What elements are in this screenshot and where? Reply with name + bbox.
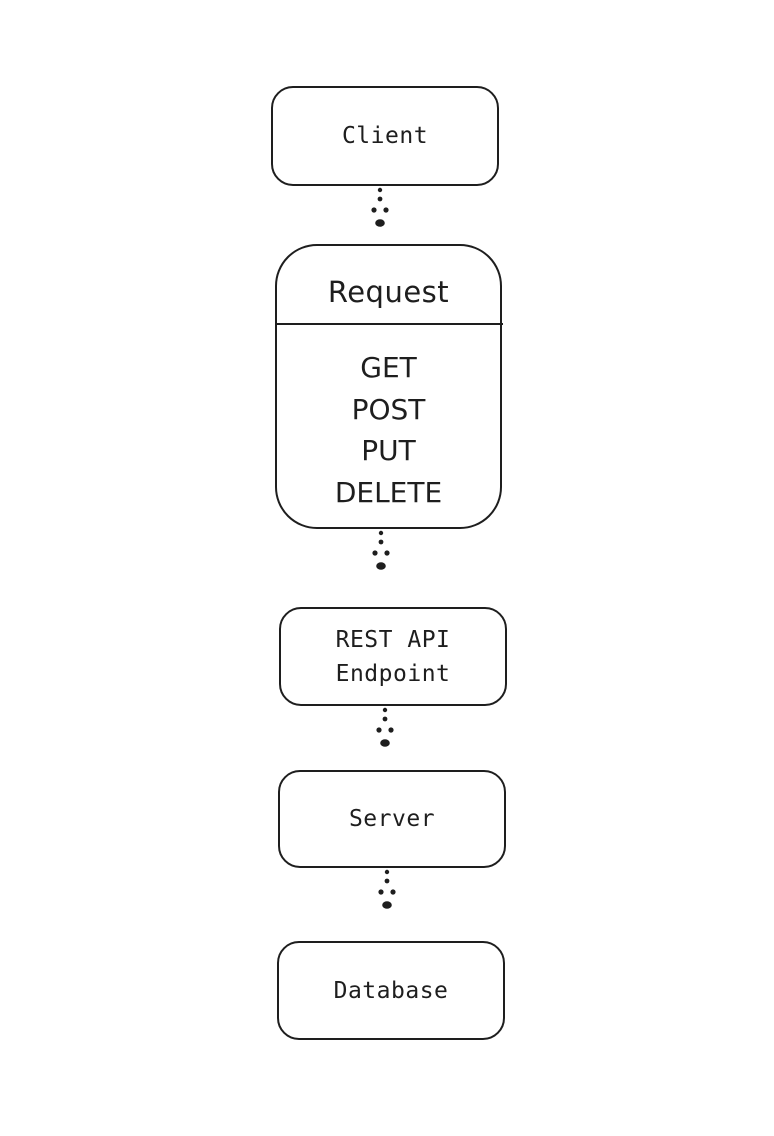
request-method-put: PUT bbox=[361, 434, 416, 467]
connector-dot bbox=[375, 219, 385, 227]
request-divider bbox=[276, 323, 503, 325]
server-label: Server bbox=[348, 806, 436, 832]
connector-dot bbox=[372, 550, 378, 556]
connector-dot bbox=[378, 530, 384, 536]
connector-dot bbox=[382, 707, 388, 713]
connector-dot bbox=[384, 550, 390, 556]
connector-dot bbox=[382, 901, 392, 909]
request-method-delete: DELETE bbox=[334, 475, 443, 509]
connector-endpoint-server bbox=[376, 707, 394, 747]
request-title: Request bbox=[327, 275, 450, 309]
connector-dot bbox=[376, 562, 386, 570]
connector-dot bbox=[383, 207, 389, 213]
connector-dot bbox=[378, 889, 384, 895]
connector-dot bbox=[384, 878, 390, 884]
client-node[interactable]: Client bbox=[271, 86, 499, 186]
endpoint-label-line-1: REST API bbox=[335, 626, 451, 653]
endpoint-node[interactable]: REST API Endpoint bbox=[279, 607, 507, 706]
request-method-list: GET POST PUT DELETE bbox=[277, 347, 500, 513]
connector-dot bbox=[378, 539, 384, 545]
connector-dot bbox=[382, 716, 388, 722]
connector-dot bbox=[376, 727, 382, 733]
connector-dot bbox=[388, 727, 394, 733]
client-label: Client bbox=[341, 123, 429, 149]
connector-dot bbox=[377, 196, 383, 202]
connector-dot bbox=[384, 869, 390, 875]
connector-client-request bbox=[371, 187, 389, 227]
connector-request-endpoint bbox=[372, 530, 390, 570]
connector-server-database bbox=[378, 869, 396, 909]
connector-dot bbox=[380, 739, 390, 747]
connector-dot bbox=[377, 187, 383, 193]
endpoint-label-line-2: Endpoint bbox=[335, 660, 451, 687]
server-node[interactable]: Server bbox=[278, 770, 506, 868]
connector-dot bbox=[390, 889, 396, 895]
database-label: Database bbox=[333, 977, 449, 1004]
connector-dot bbox=[371, 207, 377, 213]
request-node[interactable]: Request GET POST PUT DELETE bbox=[275, 244, 503, 529]
request-method-get: GET bbox=[360, 351, 417, 384]
request-method-post: POST bbox=[351, 392, 426, 426]
database-node[interactable]: Database bbox=[277, 941, 505, 1040]
